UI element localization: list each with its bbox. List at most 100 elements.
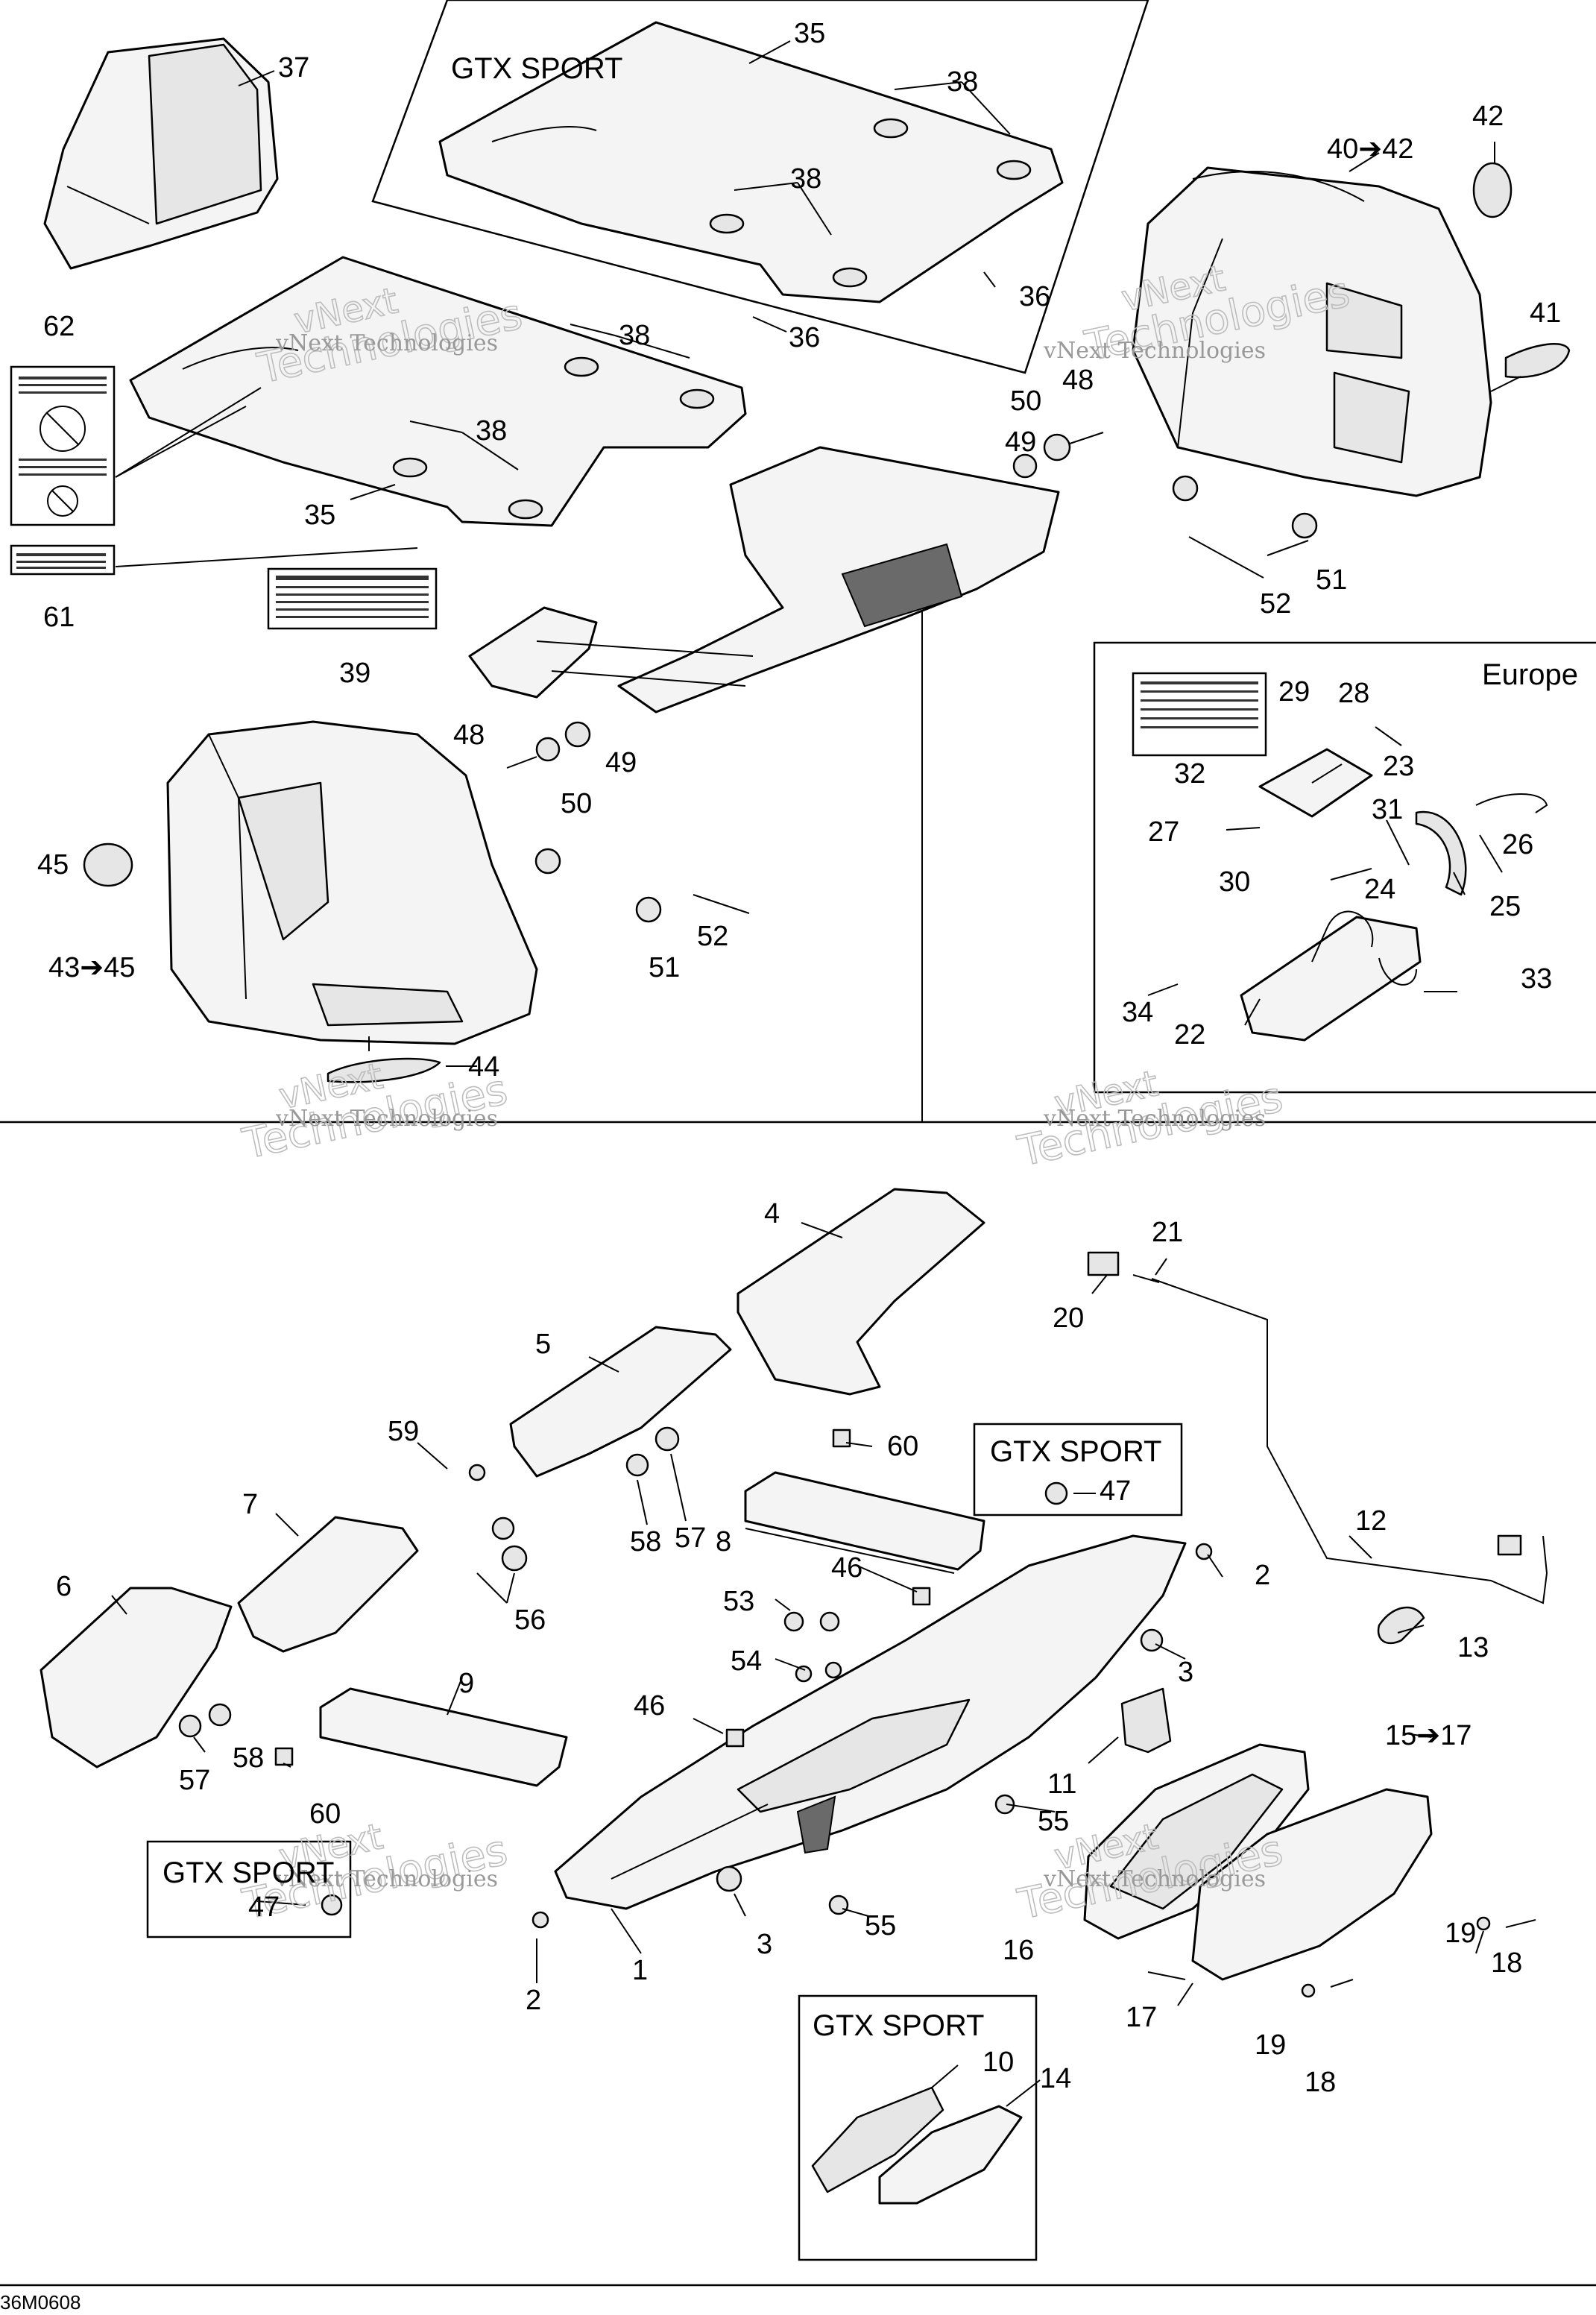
callout-62: 62	[43, 311, 75, 342]
rear-fender-1	[554, 1534, 1187, 1910]
callout-28: 28	[1338, 678, 1369, 709]
callout-labels: 37 35 38 38 36 36 62 38 38 35 61 39 42 4…	[37, 18, 1561, 2098]
callout-47: 47	[248, 1892, 280, 1923]
callout-40-42: 40➔42	[1327, 133, 1413, 165]
callout-6: 6	[56, 1571, 72, 1602]
callout-60: 60	[309, 1798, 341, 1830]
lens-14	[878, 2105, 1023, 2205]
callout-42: 42	[1472, 101, 1504, 132]
callout-38: 38	[790, 163, 821, 195]
tail-panel-4	[737, 1188, 985, 1396]
callout-43-45: 43➔45	[48, 952, 135, 983]
bracket-7	[237, 1516, 419, 1653]
rail-8	[744, 1471, 985, 1571]
cover-6	[40, 1587, 233, 1768]
callout-11: 11	[1047, 1768, 1076, 1800]
saddlebag-right	[1132, 166, 1492, 497]
callout-37: 37	[278, 52, 309, 84]
callout-38: 38	[619, 320, 650, 351]
cap-part-42	[1472, 162, 1513, 218]
callout-29: 29	[1278, 676, 1310, 708]
callout-31: 31	[1372, 794, 1403, 825]
gtx-sport-right-label: GTX SPORT	[990, 1435, 1161, 1468]
reflector-trim-41	[1504, 343, 1571, 379]
callout-21: 21	[1152, 1217, 1183, 1248]
callout-54: 54	[731, 1645, 762, 1677]
bracket-11	[1120, 1687, 1172, 1754]
callout-36: 36	[1019, 281, 1050, 312]
callout-57: 57	[675, 1522, 706, 1554]
callout-51: 51	[1316, 564, 1347, 596]
callout-58: 58	[630, 1526, 661, 1557]
saddlebag-left	[166, 720, 538, 1045]
callout-8: 8	[716, 1526, 731, 1557]
watermark-inline: vNext Technologies	[275, 1866, 498, 1892]
watermark-inline: vNext Technologies	[275, 330, 498, 356]
seat-cover-part	[43, 37, 279, 270]
callout-16: 16	[1003, 1935, 1034, 1966]
diagram-code: 36M0608	[0, 2291, 81, 2314]
callout-49: 49	[1005, 426, 1036, 458]
callout-10: 10	[982, 2047, 1014, 2078]
callout-44: 44	[468, 1051, 499, 1083]
callout-7: 7	[242, 1489, 258, 1520]
rail-9	[319, 1687, 568, 1787]
callout-45: 45	[37, 849, 69, 881]
leader-lines	[111, 40, 1521, 2107]
callout-30: 30	[1219, 866, 1250, 898]
callout-15-17: 15➔17	[1385, 1720, 1472, 1751]
gtx-sport-box-right	[973, 1423, 1183, 1516]
callout-52: 52	[697, 921, 728, 952]
europe-label: Europe	[1482, 658, 1578, 691]
callout-19: 19	[1255, 2029, 1286, 2061]
callout-9: 9	[458, 1668, 474, 1699]
callout-22: 22	[1174, 1019, 1205, 1051]
callout-17: 17	[1126, 2002, 1157, 2033]
wiring-harness-21	[1132, 1274, 1160, 1283]
callout-61: 61	[43, 602, 75, 633]
callout-33: 33	[1521, 963, 1552, 995]
callout-2: 2	[1255, 1560, 1270, 1591]
callout-25: 25	[1489, 891, 1521, 922]
europe-hitch-parts	[1132, 672, 1548, 1042]
luggage-plate-lower	[129, 256, 747, 527]
callout-3: 3	[1178, 1657, 1193, 1688]
callout-19: 19	[1445, 1918, 1476, 1949]
callout-53: 53	[723, 1586, 754, 1617]
gtx-sport-left-label: GTX SPORT	[163, 1856, 334, 1889]
callout-36: 36	[789, 322, 820, 353]
callout-35: 35	[304, 500, 335, 531]
callout-46: 46	[831, 1552, 862, 1584]
tail-light-assembly	[1083, 1743, 1433, 1981]
callout-38: 38	[947, 66, 978, 98]
callout-49: 49	[605, 747, 637, 778]
callout-18: 18	[1491, 1947, 1522, 1979]
callout-20: 20	[1053, 1303, 1084, 1334]
warning-decal-medium	[267, 567, 438, 630]
bulb-13	[1377, 1606, 1425, 1645]
cap-part-45	[83, 842, 133, 887]
callout-48: 48	[1062, 365, 1094, 396]
watermark-inline: vNext Technologies	[1043, 338, 1266, 364]
europe-frame	[1093, 641, 1596, 1092]
watermark-inline: vNext Technologies	[1043, 1866, 1266, 1892]
gtx-sport-box-left	[146, 1840, 352, 1938]
callout-27: 27	[1148, 816, 1179, 848]
callout-55: 55	[865, 1910, 896, 1941]
callout-50: 50	[1010, 385, 1041, 417]
callout-1: 1	[632, 1955, 648, 1986]
reflector-trim-44	[327, 1057, 441, 1083]
gtx-sport-lower-label: GTX SPORT	[813, 2009, 984, 2042]
connector-20	[1087, 1251, 1120, 1276]
callout-34: 34	[1122, 997, 1153, 1028]
rear-rack-upper	[468, 446, 1060, 714]
callout-47: 47	[1100, 1475, 1131, 1507]
callout-50: 50	[561, 788, 592, 819]
callout-24: 24	[1364, 874, 1395, 905]
callout-18: 18	[1305, 2067, 1336, 2098]
callout-60: 60	[887, 1431, 918, 1462]
luggage-plate-upper	[438, 21, 1064, 303]
callout-39: 39	[339, 658, 370, 689]
callout-12: 12	[1355, 1505, 1387, 1537]
